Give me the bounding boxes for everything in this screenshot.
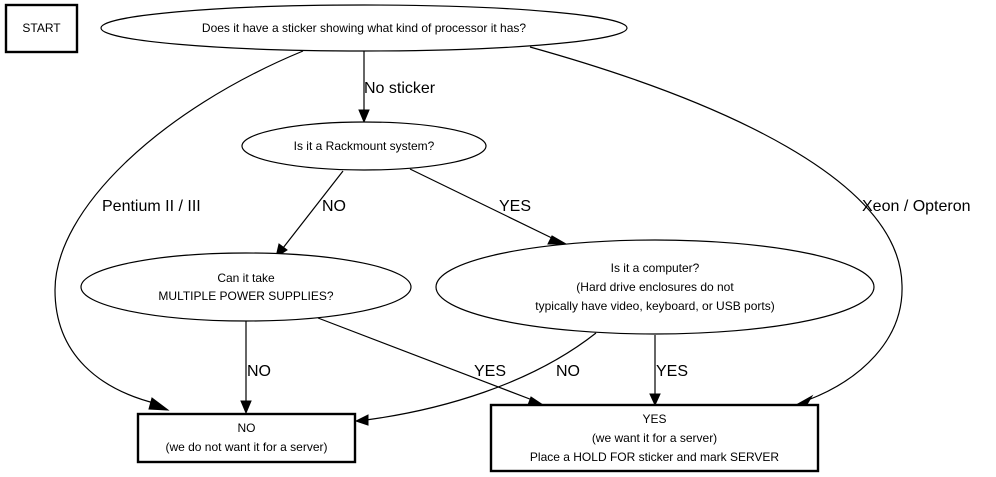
edge-label-power-no: NO bbox=[247, 363, 271, 380]
start-label: START bbox=[22, 21, 61, 35]
no-result-line-2: (we do not want it for a server) bbox=[165, 440, 327, 454]
computer-question-line-3: typically have video, keyboard, or USB p… bbox=[535, 299, 774, 313]
yes-result-node[interactable]: YES (we want it for a server) Place a HO… bbox=[489, 403, 820, 473]
edge-no-sticker bbox=[358, 50, 370, 124]
yes-result-line-1: YES bbox=[642, 412, 666, 426]
edge-xeon bbox=[529, 46, 903, 407]
edge-label-xeon: Xeon / Opteron bbox=[862, 198, 971, 215]
no-result-line-1: NO bbox=[238, 421, 256, 435]
no-result-node[interactable]: NO (we do not want it for a server) bbox=[136, 412, 357, 464]
edge-computer-yes bbox=[649, 335, 661, 407]
rackmount-question-label: Is it a Rackmount system? bbox=[294, 139, 435, 153]
edge-power-yes bbox=[317, 317, 545, 406]
power-question-line-2: MULTIPLE POWER SUPPLIES? bbox=[158, 289, 333, 303]
rackmount-question-node[interactable]: Is it a Rackmount system? bbox=[241, 121, 487, 171]
edge-pentium bbox=[54, 50, 304, 411]
power-question-line-1: Can it take bbox=[217, 271, 275, 285]
computer-question-line-2: (Hard drive enclosures do not bbox=[576, 280, 734, 294]
power-question-node[interactable]: Can it take MULTIPLE POWER SUPPLIES? bbox=[80, 252, 412, 322]
computer-question-line-1: Is it a computer? bbox=[611, 261, 700, 275]
edge-label-rack-yes: YES bbox=[499, 198, 531, 215]
edge-label-power-yes: YES bbox=[474, 363, 506, 380]
edge-label-computer-no: NO bbox=[556, 363, 580, 380]
edge-computer-no bbox=[354, 332, 597, 426]
edge-label-no-sticker: No sticker bbox=[364, 80, 436, 97]
sticker-question-label: Does it have a sticker showing what kind… bbox=[202, 21, 526, 35]
yes-result-line-2: (we want it for a server) bbox=[592, 431, 717, 445]
computer-question-node[interactable]: Is it a computer? (Hard drive enclosures… bbox=[435, 239, 875, 335]
sticker-question-node[interactable]: Does it have a sticker showing what kind… bbox=[100, 4, 628, 52]
start-node[interactable]: START bbox=[4, 3, 79, 54]
edge-label-pentium: Pentium II / III bbox=[102, 198, 201, 215]
yes-result-line-3: Place a HOLD FOR sticker and mark SERVER bbox=[530, 450, 780, 464]
edge-label-computer-yes: YES bbox=[656, 363, 688, 380]
edge-rack-yes bbox=[409, 168, 568, 245]
edge-label-rack-no: NO bbox=[322, 198, 346, 215]
edge-power-no bbox=[240, 321, 252, 415]
